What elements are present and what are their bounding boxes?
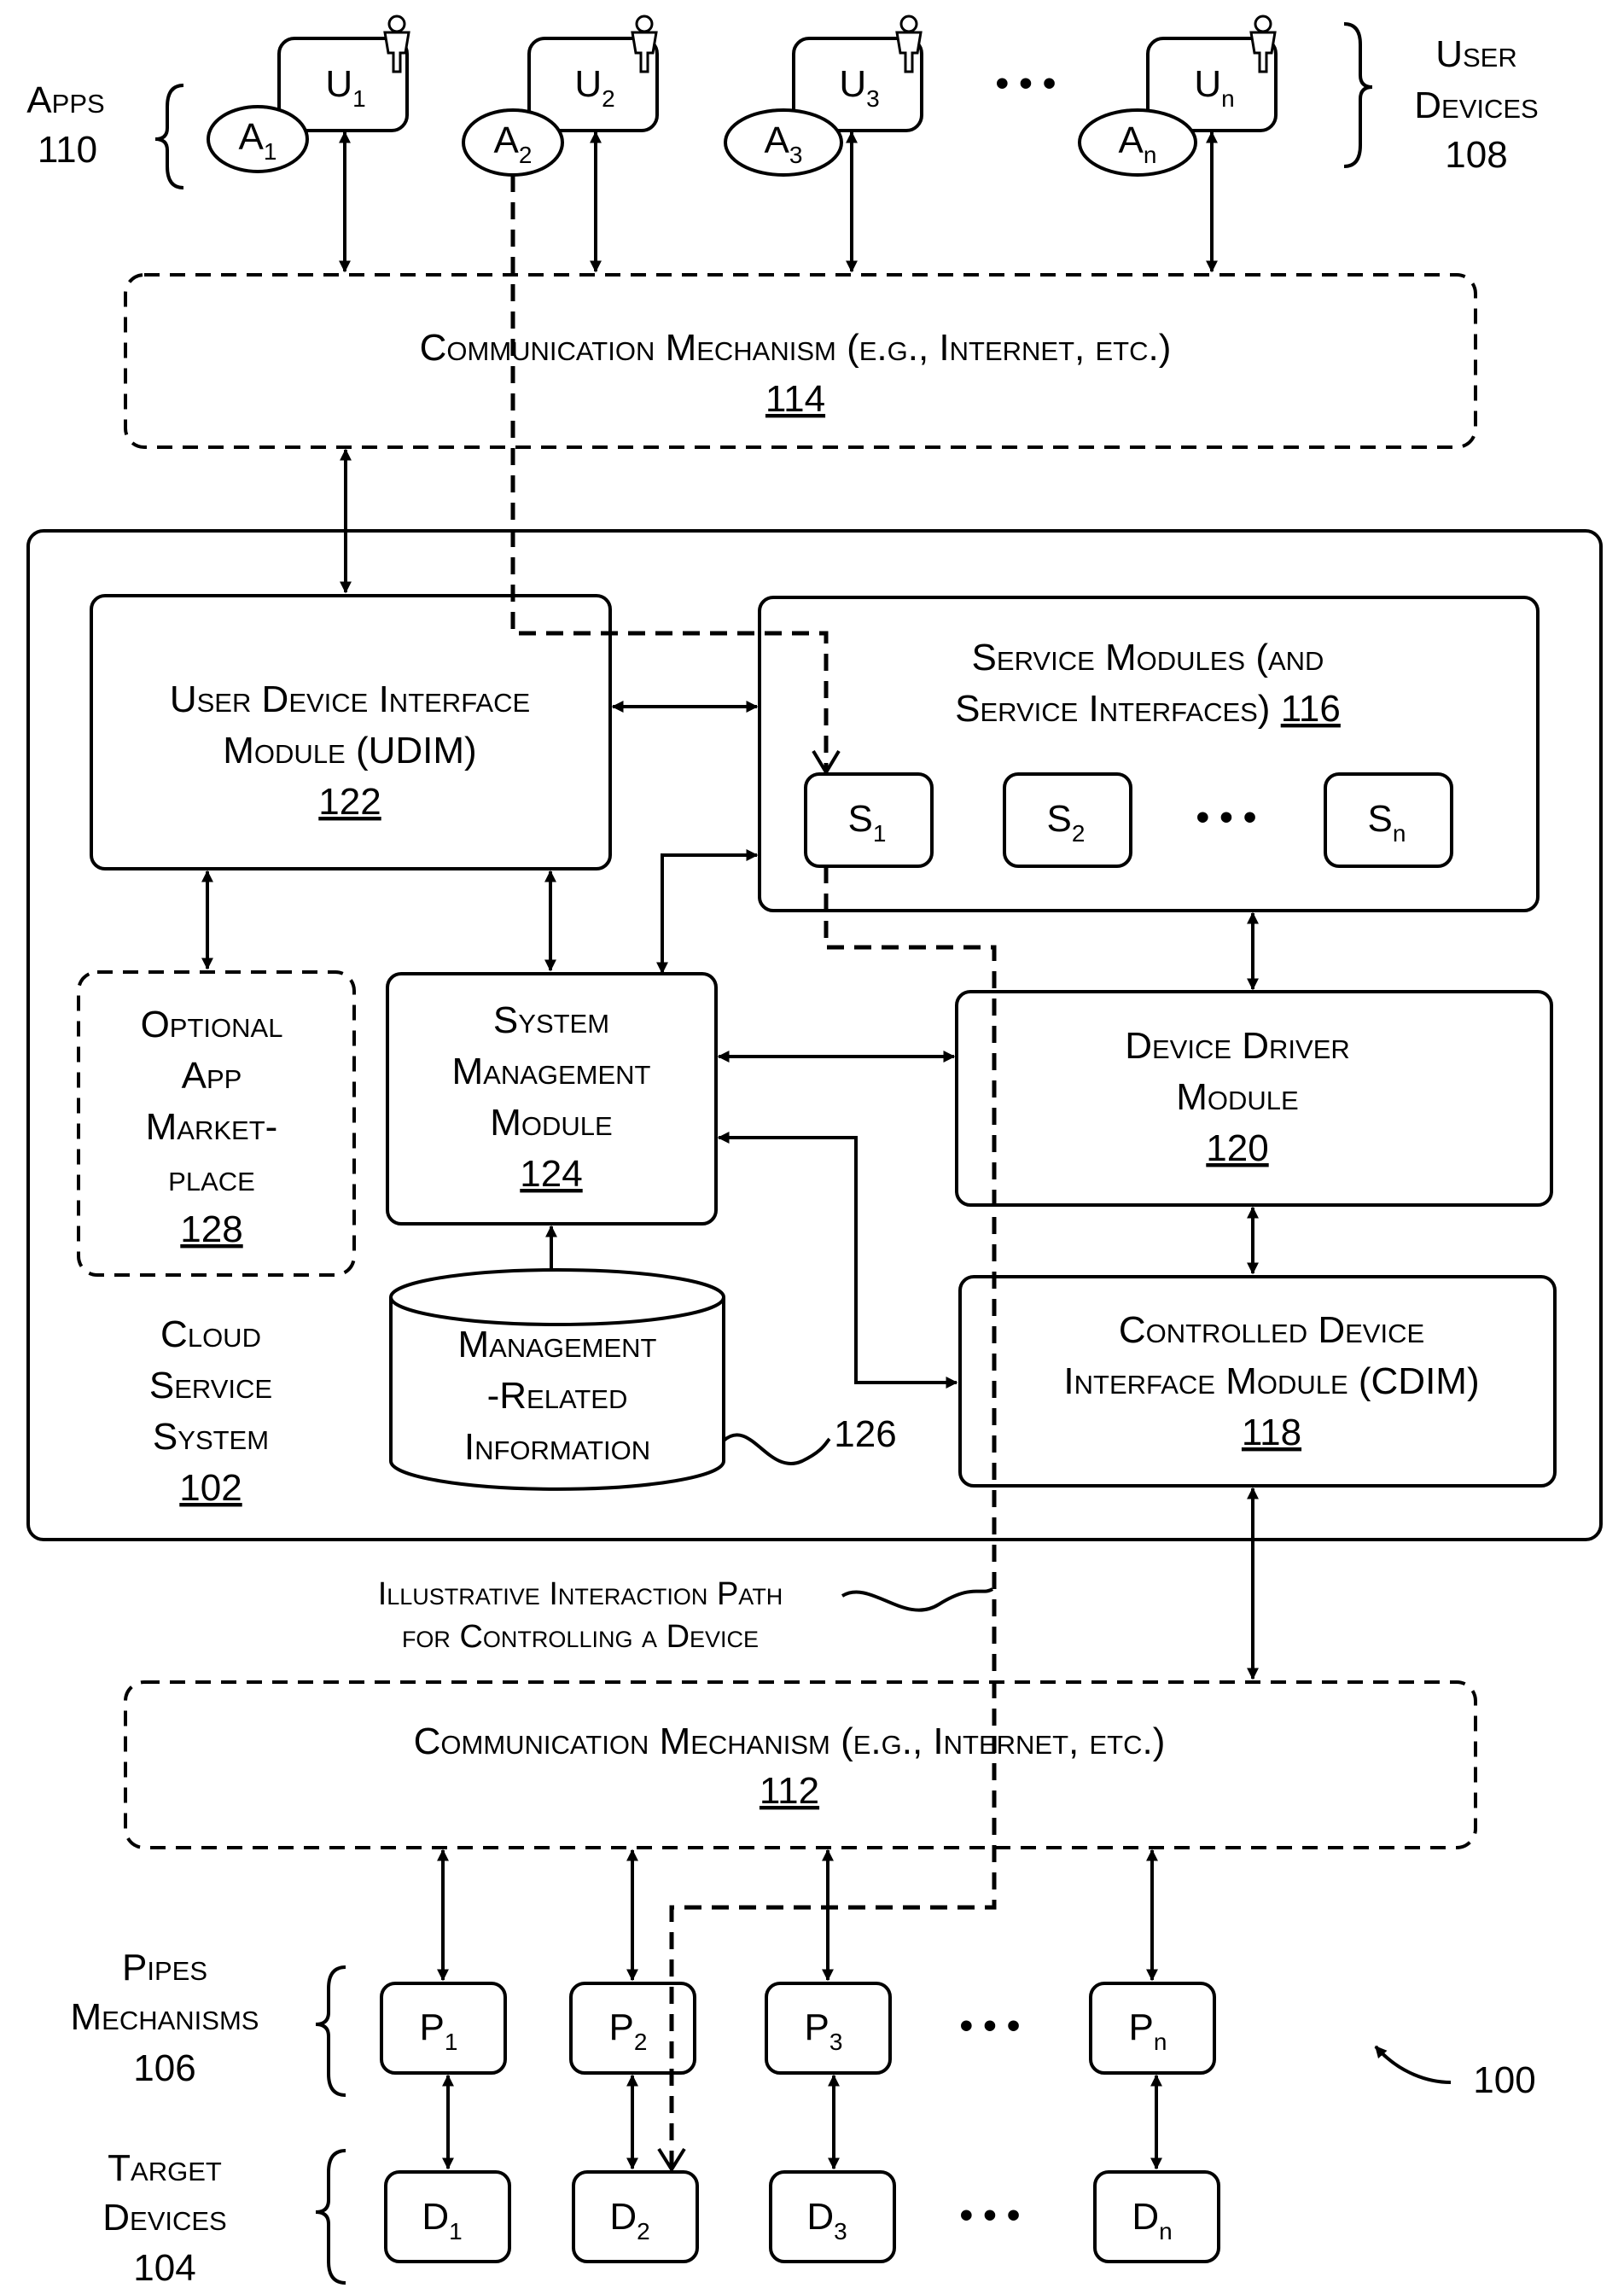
mri-leader: [724, 1435, 829, 1464]
cloud-label-1: Cloud: [160, 1313, 261, 1355]
udim-ref: 122: [318, 781, 381, 823]
cdim-ref: 118: [1242, 1412, 1301, 1453]
udim-label-1: User Device Interface: [170, 678, 530, 720]
app-marketplace-label-3: Market-: [146, 1106, 278, 1148]
pipes-ellipsis: • • •: [960, 2005, 1021, 2047]
comm-mechanism-112-label: Communication Mechanism (e.g., Internet,…: [414, 1720, 1166, 1762]
service-modules-label-1: Service Modules (and: [972, 637, 1324, 678]
comm-mechanism-112-ref: 112: [760, 1770, 819, 1812]
client-1: U1 A1: [208, 16, 409, 172]
smm-label-1: System: [493, 999, 609, 1041]
targets-ellipsis: • • •: [960, 2194, 1021, 2236]
service-modules-label-2: Service Interfaces) 116: [955, 688, 1341, 730]
cdim-label-2: Interface Module (CDIM): [1063, 1360, 1479, 1402]
pipes-label-1: Pipes: [122, 1947, 207, 1988]
clients-ellipsis: • • •: [996, 62, 1056, 104]
cdim-label-1: Controlled Device: [1119, 1309, 1424, 1351]
udim-label-2: Module (UDIM): [223, 730, 476, 771]
targets-brace: [316, 2151, 346, 2283]
path-note-2: for Controlling a Device: [402, 1619, 759, 1655]
client-3: U3 A3: [725, 16, 922, 175]
apps-brace: [155, 85, 183, 188]
cloud-label-3: System: [153, 1416, 269, 1458]
path-note-1: Illustrative Interaction Path: [378, 1576, 783, 1612]
comm-mechanism-114-ref: 114: [765, 378, 825, 420]
app-marketplace-label-2: App: [182, 1055, 242, 1097]
apps-label: Apps: [26, 79, 104, 121]
user-devices-ref: 108: [1445, 134, 1507, 176]
ddm-ref: 120: [1206, 1127, 1268, 1169]
arrow-smm-services: [662, 855, 757, 973]
user-devices-label: User: [1435, 33, 1517, 75]
client-n: Un An: [1080, 16, 1276, 175]
pipes-ref: 106: [133, 2047, 195, 2089]
mri-ref: 126: [834, 1413, 896, 1455]
mri-label-1: Management: [457, 1324, 656, 1365]
client-2: U2 A2: [463, 16, 657, 175]
user-devices-brace: [1344, 24, 1372, 166]
cloud-ref: 102: [179, 1467, 242, 1509]
smm-label-3: Module: [490, 1102, 612, 1144]
smm-label-2: Management: [451, 1051, 650, 1092]
ddm-label-1: Device Driver: [1125, 1025, 1350, 1067]
targets-label-1: Target: [108, 2147, 222, 2189]
comm-mechanism-112[interactable]: [125, 1682, 1476, 1848]
targets-label-2: Devices: [102, 2197, 226, 2239]
app-marketplace-label-1: Optional: [141, 1004, 283, 1045]
comm-mechanism-114-label: Communication Mechanism (e.g., Internet,…: [420, 327, 1172, 369]
mri-cylinder-top: [391, 1270, 724, 1325]
ddm-label-2: Module: [1176, 1076, 1298, 1118]
path-note-leader: [842, 1589, 992, 1610]
service-ellipsis: • • •: [1196, 796, 1257, 838]
mri-label-3: Information: [464, 1426, 650, 1468]
app-marketplace-ref: 128: [180, 1208, 242, 1250]
figure-ref: 100: [1473, 2059, 1535, 2101]
cloud-label-2: Service: [149, 1365, 272, 1406]
figure-ref-arrow: [1376, 2047, 1451, 2082]
smm-ref: 124: [520, 1153, 582, 1195]
mri-label-2: -Related: [487, 1375, 628, 1417]
targets-ref: 104: [133, 2247, 195, 2289]
user-devices-label-2: Devices: [1414, 84, 1538, 126]
pipes-brace: [316, 1967, 346, 2095]
apps-ref: 110: [38, 129, 97, 171]
arrow-smm-cdim: [719, 1138, 957, 1383]
app-marketplace-label-4: place: [168, 1157, 255, 1199]
pipes-label-2: Mechanisms: [71, 1996, 259, 2038]
